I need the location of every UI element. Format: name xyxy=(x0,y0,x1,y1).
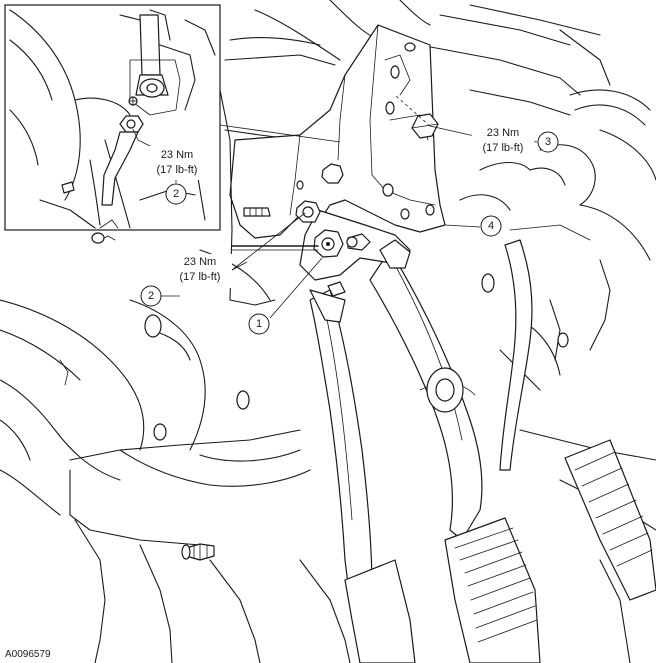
accelerator-pedal xyxy=(419,224,656,601)
torque-value-upper-right: 23 Nm xyxy=(487,127,519,139)
clutch-pedal xyxy=(369,249,541,663)
torque-value-lower: 23 Nm xyxy=(184,256,216,268)
fasteners xyxy=(231,113,439,297)
torque-label-inset: 23 Nm (17 lb-ft) xyxy=(146,146,206,180)
callout-3-number: 3 xyxy=(545,136,551,148)
torque-imperial-lower: (17 lb-ft) xyxy=(180,271,221,283)
callout-2-lower: 2 xyxy=(140,285,162,307)
torque-label-lower: 23 Nm (17 lb-ft) xyxy=(168,254,232,288)
brake-pedal xyxy=(309,289,416,663)
callout-2-inset: 2 xyxy=(165,183,187,205)
upper-dash-structure xyxy=(224,0,656,391)
callout-3: 3 xyxy=(537,131,559,153)
callout-4-number: 4 xyxy=(488,220,494,232)
callout-1: 1 xyxy=(248,313,270,335)
torque-value-inset: 23 Nm xyxy=(161,149,193,161)
leader-lines xyxy=(132,94,538,319)
figure-id: A0096579 xyxy=(5,649,51,660)
torque-imperial-upper-right: (17 lb-ft) xyxy=(483,142,524,154)
vehicle-structure xyxy=(0,232,656,663)
inset-detail xyxy=(4,4,221,231)
callout-4: 4 xyxy=(480,215,502,237)
callout-2-inset-number: 2 xyxy=(173,188,179,200)
torque-imperial-inset: (17 lb-ft) xyxy=(157,164,198,176)
callout-2-lower-number: 2 xyxy=(148,290,154,302)
callout-1-number: 1 xyxy=(256,318,262,330)
torque-label-upper-right: 23 Nm (17 lb-ft) xyxy=(472,125,534,159)
